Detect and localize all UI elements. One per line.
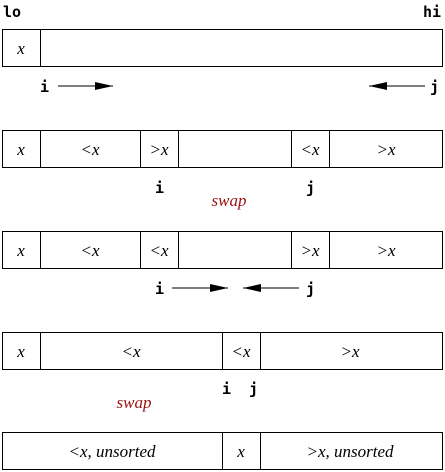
row-2-cell: <x	[80, 140, 99, 159]
row-3-cell: <x	[149, 241, 168, 260]
i-pointer-label: i	[155, 280, 164, 298]
row-1-pointers: i j	[40, 78, 439, 96]
row-2-pointers: i j swap	[155, 179, 315, 210]
row-3-outline	[2, 231, 443, 269]
swap-label: swap	[212, 191, 247, 210]
row-4-cell: <x	[121, 342, 140, 361]
row-2-outline	[2, 130, 443, 168]
row-1-outline	[2, 29, 443, 67]
row-1-initial: x	[2, 29, 443, 67]
row-3-cell: >x	[300, 241, 319, 260]
i-pointer-label: i	[155, 179, 164, 197]
j-pointer-label: j	[306, 179, 315, 197]
row-4-crossed: x <x <x >x	[2, 332, 443, 370]
j-pointer-label: j	[249, 380, 258, 398]
row-5-final: <x, unsorted x >x, unsorted	[2, 432, 443, 470]
row-2-scan: x <x >x <x >x	[2, 130, 443, 168]
row-3-pointers: i j	[155, 280, 315, 298]
row-4-pointers: i j swap	[117, 380, 259, 412]
j-pointer-label: j	[430, 78, 439, 96]
row-3-cell: >x	[376, 241, 395, 260]
row-4-cell: >x	[340, 342, 359, 361]
row-5-cell: x	[236, 442, 245, 461]
i-pointer-label: i	[222, 380, 231, 398]
row-2-cell: >x	[376, 140, 395, 159]
row-3-cell: x	[16, 241, 25, 260]
pivot-cell-label: x	[16, 39, 25, 58]
lo-label: lo	[3, 3, 21, 21]
i-pointer-label: i	[40, 78, 49, 96]
row-3-swapped: x <x <x >x >x	[2, 231, 443, 269]
j-pointer-label: j	[306, 280, 315, 298]
row-4-cell: x	[16, 342, 25, 361]
row-2-cell: x	[16, 140, 25, 159]
row-5-cell: >x, unsorted	[306, 442, 394, 461]
hi-label: hi	[423, 3, 441, 21]
row-5-cell: <x, unsorted	[68, 442, 156, 461]
row-2-cell: <x	[300, 140, 319, 159]
row-3-cell: <x	[80, 241, 99, 260]
row-4-cell: <x	[231, 342, 250, 361]
swap-label: swap	[117, 393, 152, 412]
row-2-cell: >x	[149, 140, 168, 159]
